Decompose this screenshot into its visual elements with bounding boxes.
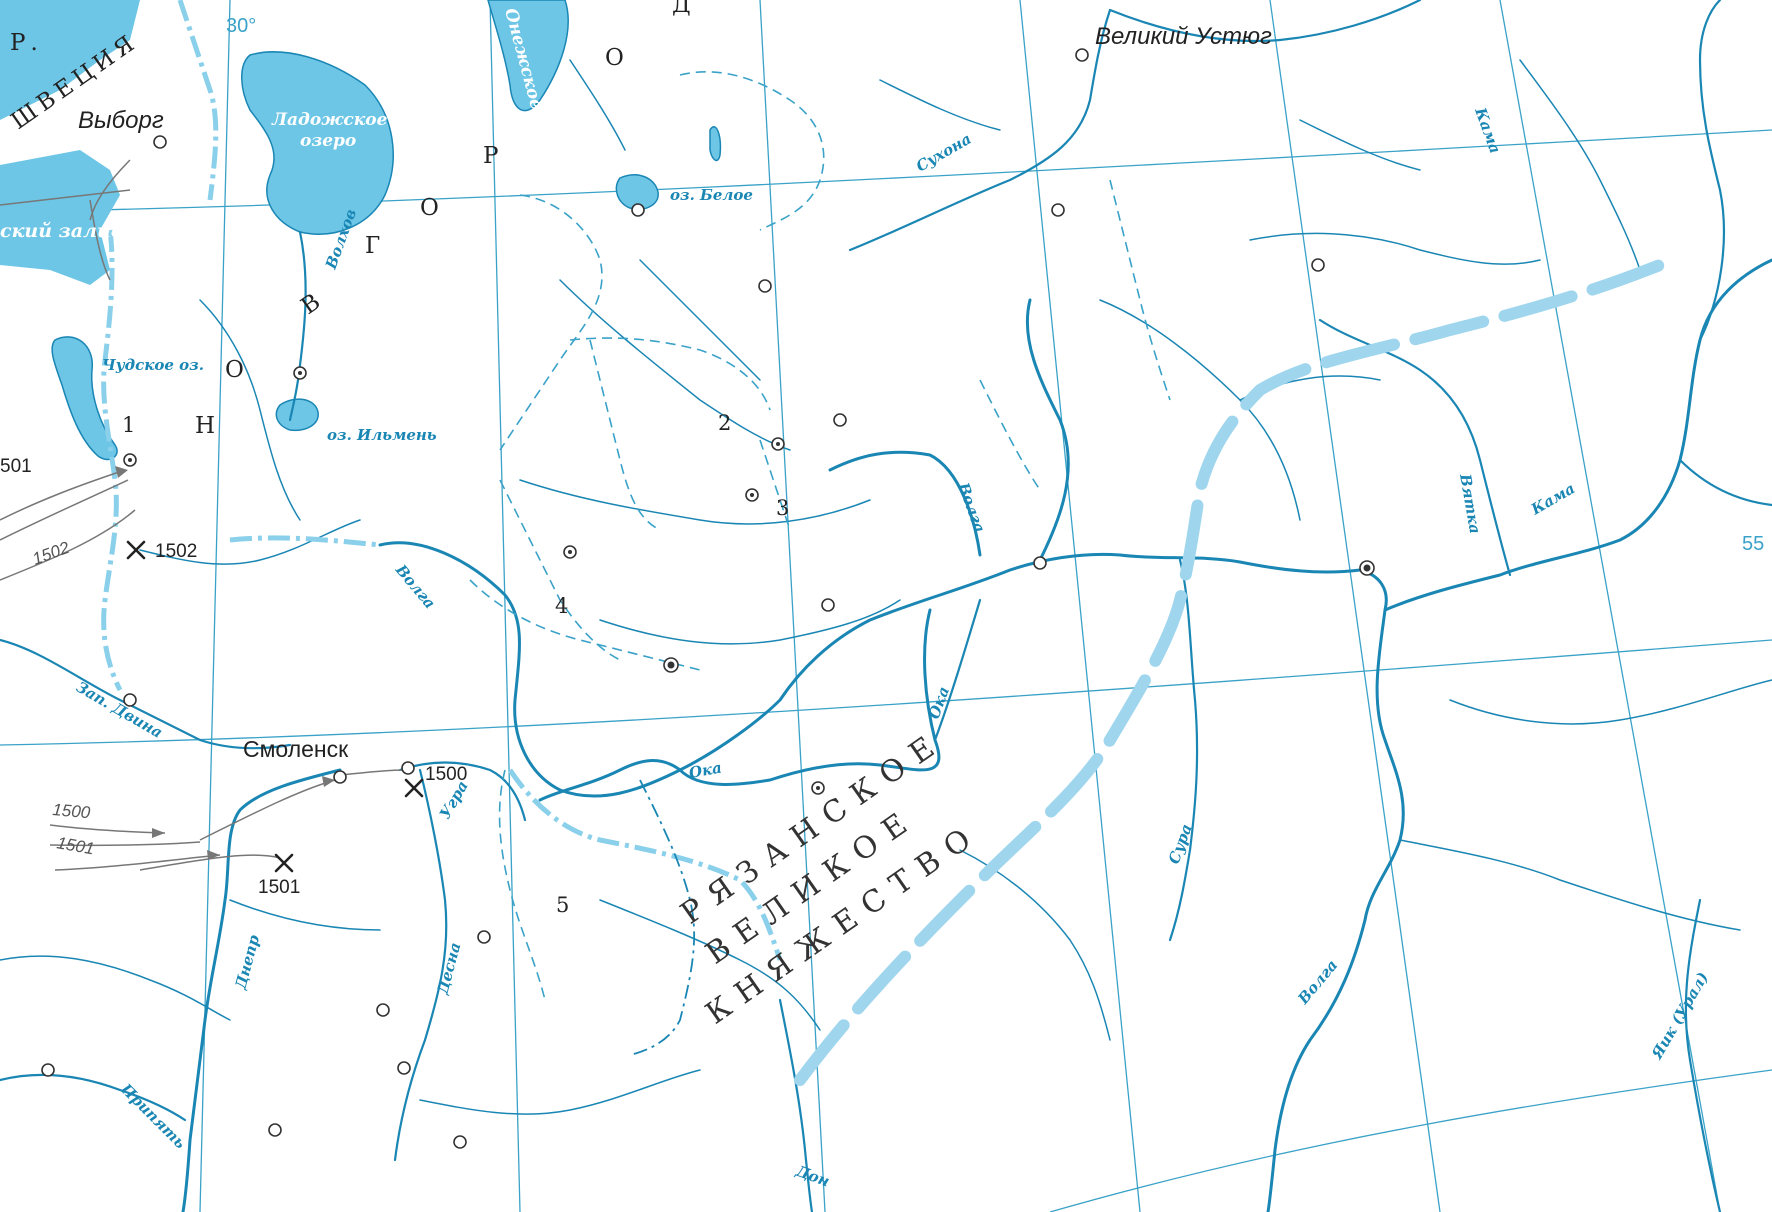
label-novgorod-4: Г xyxy=(365,233,385,259)
label-beloe: оз. Белое xyxy=(670,186,753,204)
label-chudskoe: Чудское оз. xyxy=(102,356,204,374)
label-year-1502-battle: 1502 xyxy=(155,541,197,562)
western-border xyxy=(101,229,123,692)
city-marker-smolensk xyxy=(333,770,347,784)
battle-1500 xyxy=(404,778,424,798)
label-year-1501-west: 501 xyxy=(0,456,32,477)
label-sukhona: Сухона xyxy=(913,130,974,176)
water-bodies xyxy=(0,0,722,461)
label-novgorod-1: Н xyxy=(195,413,220,439)
volga-river xyxy=(378,541,1388,798)
label-volga-west: Волга xyxy=(391,560,439,612)
label-volga-east: Волга xyxy=(954,479,989,535)
ilmen-lake xyxy=(275,398,319,432)
label-lon-30: 30° xyxy=(226,15,256,37)
label-novgorod-6: Р xyxy=(483,143,503,169)
label-num-1: 1 xyxy=(122,413,135,437)
label-yaik: Яик (Урал) xyxy=(1647,969,1712,1063)
city-markers xyxy=(41,48,1375,1149)
battle-markers xyxy=(126,540,424,873)
label-year-1501-battle: 1501 xyxy=(258,877,300,898)
city-marker-vyborg xyxy=(153,135,167,149)
label-num-3: 3 xyxy=(776,496,789,520)
city-marker-velikiy-ustyug xyxy=(1075,48,1089,62)
campaign-arrows xyxy=(0,159,406,871)
label-num-2: 2 xyxy=(718,411,731,435)
label-lat-55: 55 xyxy=(1742,533,1764,555)
label-year-1500-arrow: 1500 xyxy=(52,800,92,822)
label-dnepr: Днепр xyxy=(231,933,263,992)
label-don: Дон xyxy=(793,1162,832,1191)
label-num-5: 5 xyxy=(556,893,569,917)
label-velikiy-ustyug: Великий Устюг xyxy=(1095,23,1272,50)
label-sweden-prefix: Р. xyxy=(10,30,43,56)
ladoga-lake xyxy=(241,51,394,235)
onega-lake xyxy=(487,0,569,112)
moscow-state-border xyxy=(794,254,1678,1086)
label-vyborg: Выборг xyxy=(78,107,164,134)
label-novgorod-8: Д xyxy=(672,0,696,18)
ryazan-border xyxy=(629,779,695,1056)
label-ladoga-2: озеро xyxy=(300,131,356,151)
label-novgorod-2: О xyxy=(225,357,249,383)
gulf-of-finland xyxy=(0,150,120,285)
label-gulf: ский залив xyxy=(0,220,123,242)
label-ladoga-1: Ладожское xyxy=(271,110,388,130)
label-novgorod-7: О xyxy=(605,45,629,71)
label-kama: Кама xyxy=(1527,479,1578,519)
label-oka-south: Ока xyxy=(688,758,724,781)
label-novgorod-3: В xyxy=(297,286,330,320)
label-novgorod-5: О xyxy=(420,195,444,221)
battle-1501 xyxy=(274,853,294,873)
label-year-1502-arrow: 1502 xyxy=(30,538,73,569)
borders xyxy=(101,0,1678,1086)
label-desna: Десна xyxy=(433,940,464,997)
label-kama-north: Кама xyxy=(1471,104,1504,156)
battle-1502 xyxy=(126,540,146,560)
label-year-1501-arrow: 1501 xyxy=(55,833,96,858)
label-ilmen: оз. Ильмень xyxy=(327,426,437,444)
chudskoe-lake xyxy=(51,336,118,461)
label-num-4: 4 xyxy=(555,594,568,618)
label-smolensk: Смоленск xyxy=(243,736,349,762)
beloe-lake xyxy=(615,174,659,210)
label-year-1500-battle: 1500 xyxy=(425,764,467,785)
label-vyatka: Вятка xyxy=(1456,472,1484,536)
